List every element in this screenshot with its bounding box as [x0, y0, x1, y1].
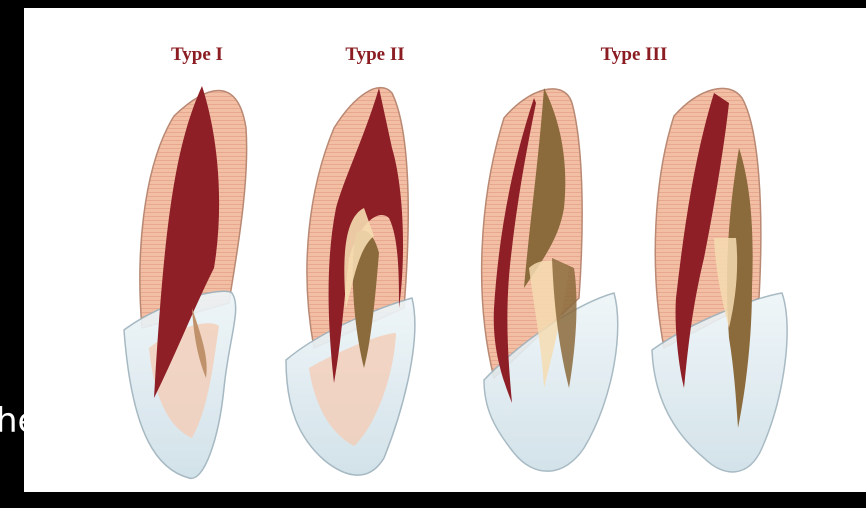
type-1-label: Type I — [171, 44, 223, 66]
illustration-panel: Type I Type II Type III — [24, 8, 866, 492]
tooth-type-1 — [124, 86, 247, 478]
clipped-slide-text: he — [0, 404, 38, 438]
type-3-label: Type III — [601, 44, 668, 66]
teeth-illustration — [24, 8, 866, 492]
tooth-type-3a — [482, 88, 618, 471]
tooth-type-3b — [652, 88, 787, 472]
tooth-type-2 — [286, 88, 415, 476]
type-2-label: Type II — [345, 44, 404, 66]
